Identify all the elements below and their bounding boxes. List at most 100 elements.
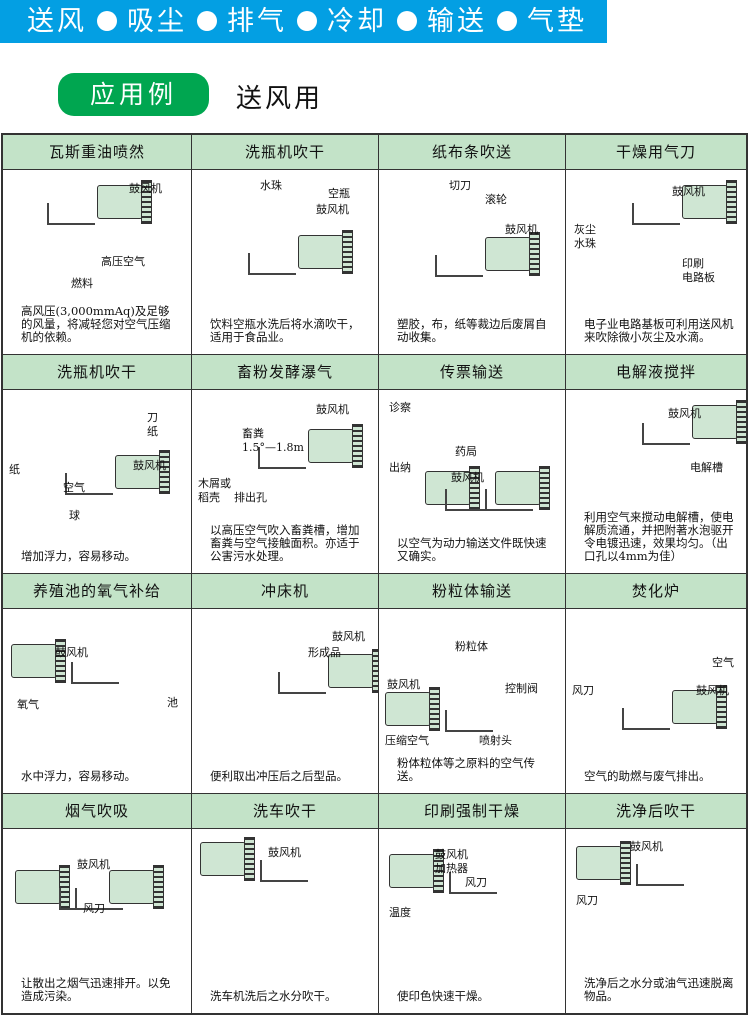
blower-icon: [485, 232, 540, 276]
category-item: 排气: [227, 6, 287, 37]
application-description: 利用空气来搅动电解槽，使电解质流通，并把附著水泡驱开令电镀迅速，效果均匀。（出口…: [584, 510, 734, 563]
diagram-label: 风刀: [572, 684, 594, 697]
application-description: 增加浮力，容易移动。: [21, 549, 136, 563]
diagram-label: 畜粪: [242, 426, 264, 440]
application-description: 洗车机洗后之水分吹干。: [210, 989, 337, 1003]
application-cell: 纸布条吹送切刀滚轮鼓风机塑胶，布，纸等裁边后废屑自动收集。: [379, 135, 566, 355]
application-title: 瓦斯重油喷然: [3, 135, 191, 170]
diagram-label: 鼓风机: [630, 839, 663, 853]
application-illustration: 鼓风机高压空气燃料: [9, 175, 185, 295]
application-illustration: 水珠空瓶鼓风机: [198, 175, 372, 295]
diagram-label: 切刀: [449, 179, 471, 192]
application-illustration: 诊察药局出纳鼓风机: [385, 395, 559, 515]
diagram-label: 球: [69, 508, 80, 522]
diagram-label: 风刀: [576, 893, 598, 907]
application-description: 空气的助燃与废气排出。: [584, 768, 711, 783]
application-title: 洗瓶机吹干: [192, 135, 378, 170]
application-cell: 洗净后吹干鼓风机风刀洗净后之水分或油气迅速脱离物品。: [566, 793, 746, 1014]
blower-icon: [385, 687, 440, 731]
air-pipe: [485, 488, 533, 511]
diagram-label: 空瓶: [328, 187, 350, 200]
air-pipe: [636, 863, 684, 886]
diagram-label: 鼓风机: [129, 182, 162, 195]
blower-icon: [576, 840, 631, 885]
air-pipe: [47, 203, 95, 225]
blower-icon: [682, 180, 737, 224]
diagram-label: 鼓风机: [387, 678, 420, 691]
diagram-label: 鼓风机: [77, 857, 110, 871]
application-cell: 洗车吹干鼓风机洗车机洗后之水分吹干。: [192, 793, 379, 1013]
air-pipe: [71, 662, 119, 684]
diagram-label: 风刀: [83, 901, 105, 915]
application-cell: 冲床机鼓风机形成品便利取出冲压后之后型品。: [192, 574, 379, 794]
air-pipe: [65, 472, 113, 495]
application-description: 饮料空瓶水洗后将水滴吹干，适用于食品业。: [210, 316, 360, 344]
application-title: 电解液搅拌: [566, 354, 746, 390]
application-cell: 烟气吹吸鼓风机风刀让散出之烟气迅速排开。以免造成污染。: [3, 793, 192, 1013]
diagram-label: 出纳: [389, 460, 411, 474]
air-pipe: [435, 255, 483, 277]
application-illustration: 刀纸纸鼓风机空气球: [9, 395, 185, 522]
application-cell: 洗瓶机吹干刀纸纸鼓风机空气球增加浮力，容易移动。: [3, 354, 192, 574]
diagram-label: 纸: [147, 424, 158, 438]
application-title: 粉粒体输送: [379, 574, 565, 609]
diagram-label: 池: [167, 696, 178, 709]
bullet-dot-icon: [197, 11, 217, 31]
air-pipe: [258, 446, 306, 469]
air-pipe: [260, 859, 308, 882]
air-pipe: [445, 488, 493, 511]
application-illustration: 鼓风机形成品: [198, 614, 378, 734]
diagram-label: 压缩空气: [385, 734, 429, 747]
diagram-label: 鼓风机: [133, 458, 166, 472]
diagram-label: 电路板: [682, 271, 715, 284]
diagram-label: 燃料: [71, 277, 93, 290]
diagram-label: 高压空气: [101, 255, 145, 268]
application-cell: 粉粒体输送粉粒体鼓风机控制阀压缩空气喷射头粉体粒体等之原料的空气传送。: [379, 574, 566, 794]
diagram-label: 鼓风机: [332, 630, 365, 643]
application-illustration: 鼓风机加热器风刀温度: [385, 834, 559, 954]
diagram-label: 鼓风机: [316, 402, 349, 416]
blower-icon: [692, 399, 746, 444]
application-table: 瓦斯重油喷然鼓风机高压空气燃料高风压(3,000mmAq)及足够的风量，将减轻您…: [1, 133, 748, 1015]
diagram-label: 加热器: [435, 861, 468, 875]
diagram-label: 控制阀: [505, 682, 538, 695]
application-description: 让散出之烟气迅速排开。以免造成污染。: [21, 976, 171, 1003]
blower-icon: [97, 180, 152, 224]
air-pipe: [445, 710, 493, 732]
diagram-label: 印刷: [682, 257, 704, 270]
application-description: 水中浮力，容易移动。: [21, 768, 136, 783]
application-title: 纸布条吹送: [379, 135, 565, 170]
diagram-label: 滚轮: [485, 193, 507, 206]
air-pipe: [449, 871, 497, 894]
application-illustration: 鼓风机: [198, 834, 372, 954]
application-cell: 瓦斯重油喷然鼓风机高压空气燃料高风压(3,000mmAq)及足够的风量，将减轻您…: [3, 135, 192, 355]
application-description: 电子业电路基板可利用送风机来吹除微小灰尘及水滴。: [584, 316, 734, 344]
section-title: 送风用: [236, 84, 324, 114]
application-illustration: 鼓风机氧气池: [9, 614, 185, 734]
application-illustration: 切刀滚轮鼓风机: [385, 175, 559, 295]
application-description: 使印色快速干燥。: [397, 989, 489, 1003]
diagram-label: 排出孔: [234, 490, 267, 504]
diagram-label: 鼓风机: [316, 203, 349, 216]
category-item: 吸尘: [127, 6, 187, 37]
diagram-label: 喷射头: [479, 734, 512, 747]
blower-icon: [298, 230, 353, 274]
bullet-dot-icon: [297, 11, 317, 31]
application-cell: 洗瓶机吹干水珠空瓶鼓风机饮料空瓶水洗后将水滴吹干，适用于食品业。: [192, 135, 379, 355]
application-title: 印刷强制干燥: [379, 793, 565, 829]
application-cell: 焚化炉空气风刀鼓风机空气的助燃与废气排出。: [566, 574, 746, 794]
diagram-label: 粉粒体: [455, 640, 488, 653]
blower-icon: [425, 465, 480, 510]
blower-icon: [495, 465, 550, 510]
air-pipe: [632, 203, 680, 225]
diagram-label: 鼓风机: [268, 845, 301, 859]
application-cell: 电解液搅拌鼓风机电解槽利用空气来搅动电解槽，使电解质流通，并把附著水泡驱开令电镀…: [566, 354, 746, 574]
diagram-label: 温度: [389, 905, 411, 919]
diagram-label: 纸: [9, 462, 20, 476]
application-title: 畜粉发酵瀑气: [192, 354, 378, 390]
application-title: 干燥用气刀: [566, 135, 746, 170]
diagram-label: 空气: [63, 480, 85, 494]
category-item: 输送: [427, 6, 487, 37]
diagram-label: 鼓风机: [451, 470, 484, 484]
